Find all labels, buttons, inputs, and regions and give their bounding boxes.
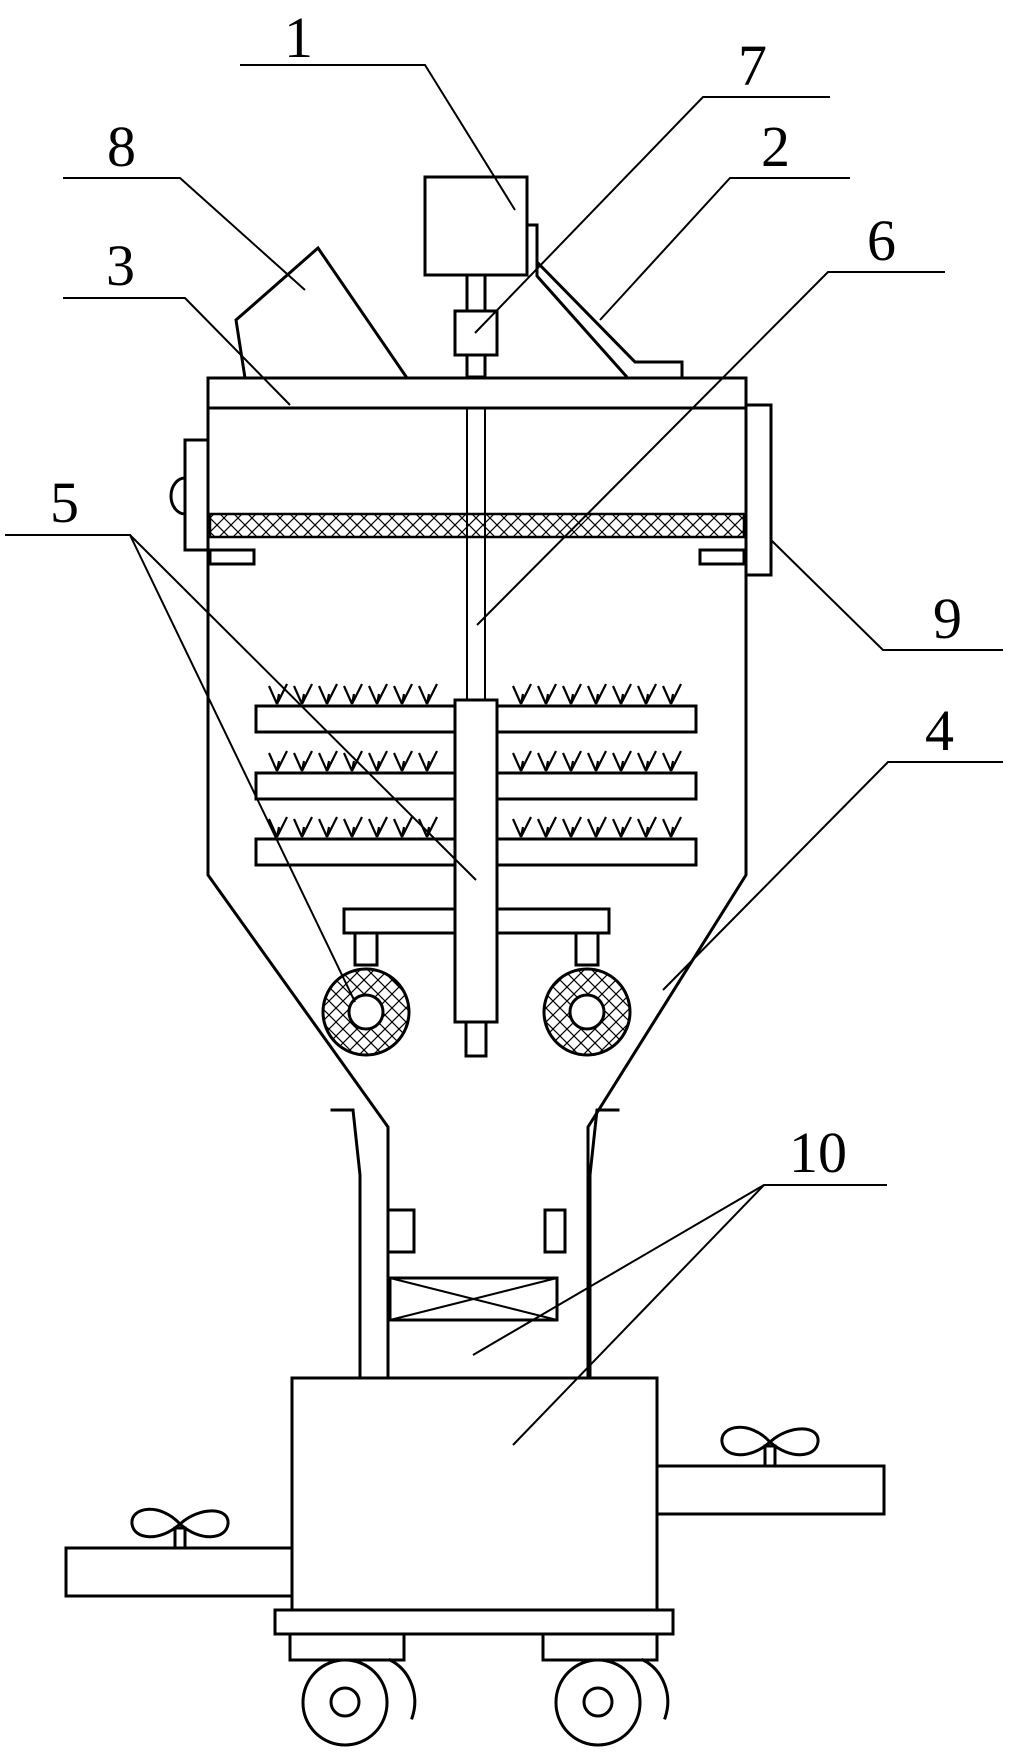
side-handle-right bbox=[744, 403, 773, 577]
reference-numerals: 1 2 3 4 5 6 7 8 9 10 bbox=[50, 5, 962, 1185]
outlet-guides bbox=[330, 1108, 620, 1380]
outlet-brackets bbox=[386, 1208, 567, 1254]
screen-support-right bbox=[698, 548, 746, 566]
label-5: 5 bbox=[50, 470, 79, 535]
screen-support-left bbox=[208, 548, 256, 566]
motor-assembly bbox=[423, 175, 529, 379]
label-8: 8 bbox=[107, 114, 136, 179]
motor bbox=[423, 175, 529, 277]
leader-lines bbox=[5, 64, 1003, 1446]
outlet-valve bbox=[388, 1276, 559, 1322]
label-1: 1 bbox=[284, 5, 313, 70]
label-4: 4 bbox=[925, 698, 954, 763]
filter-screen bbox=[208, 512, 746, 566]
stirring-blades bbox=[254, 682, 698, 867]
motor-shaft-upper bbox=[465, 273, 487, 313]
label-2: 2 bbox=[761, 114, 790, 179]
support-bracket bbox=[525, 223, 684, 379]
motor-shaft-lower bbox=[465, 353, 487, 379]
lid-plate bbox=[206, 376, 748, 410]
side-tray-right bbox=[655, 1425, 886, 1516]
side-handle-left bbox=[169, 438, 210, 552]
side-tray-left bbox=[64, 1507, 294, 1598]
wheel-left bbox=[288, 1632, 417, 1747]
stirring-shaft bbox=[453, 408, 499, 1058]
label-7: 7 bbox=[738, 33, 767, 98]
label-3: 3 bbox=[106, 233, 135, 298]
label-10: 10 bbox=[789, 1120, 847, 1185]
label-9: 9 bbox=[933, 586, 962, 651]
base-plate bbox=[273, 1608, 675, 1636]
feed-hopper bbox=[234, 245, 410, 381]
wheel-right bbox=[541, 1632, 670, 1747]
collection-box bbox=[290, 1376, 659, 1612]
crushing-rollers bbox=[321, 907, 632, 1057]
label-6: 6 bbox=[867, 208, 896, 273]
